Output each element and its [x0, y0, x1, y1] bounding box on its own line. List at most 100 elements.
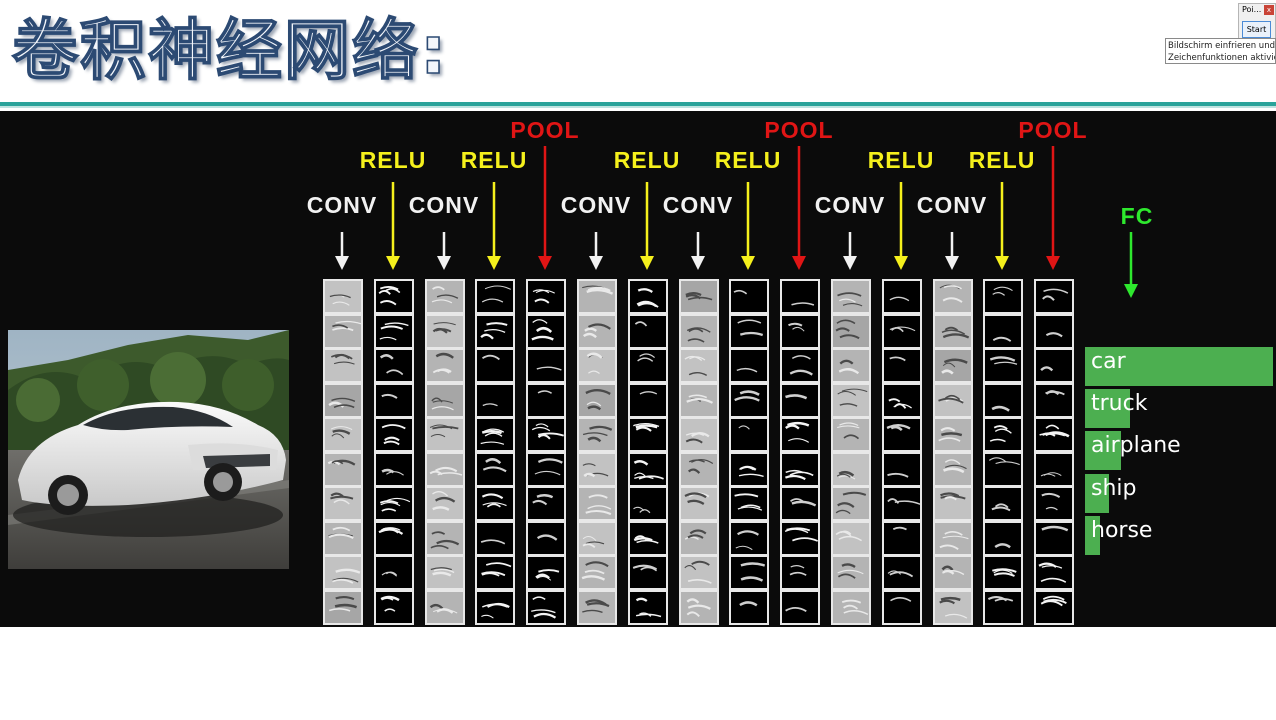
feature-map: [780, 279, 820, 314]
feature-map: [425, 279, 465, 314]
down-arrow-icon: [1046, 146, 1060, 270]
title-divider-shadow: [0, 106, 1276, 108]
feature-map: [831, 520, 871, 556]
feature-map: [780, 486, 820, 521]
down-arrow-icon: [386, 182, 400, 270]
feature-map: [323, 348, 363, 383]
feature-map: [831, 313, 871, 349]
slide-title: 卷积神经网络:: [11, 11, 449, 90]
feature-map: [933, 555, 973, 590]
feature-map: [577, 589, 617, 625]
start-button[interactable]: Start: [1242, 21, 1271, 38]
feature-map: [679, 520, 719, 556]
feature-map: [780, 555, 820, 590]
feature-map: [1034, 313, 1074, 349]
feature-map: [628, 589, 668, 625]
feature-map: [526, 451, 566, 487]
score-bar: [1085, 347, 1273, 386]
feature-map: [628, 382, 668, 418]
feature-map: [475, 486, 515, 521]
fc-label: FC: [1120, 203, 1154, 229]
layer-label-relu: RELU: [359, 147, 427, 173]
layer-label-conv: CONV: [306, 192, 378, 218]
feature-map: [1034, 348, 1074, 383]
feature-map: [526, 348, 566, 383]
fc-arrow-icon: [1124, 232, 1138, 298]
layer-label-conv: CONV: [916, 192, 988, 218]
feature-map: [628, 555, 668, 590]
feature-map: [374, 451, 414, 487]
tooltip-line-2: Zeichenfunktionen aktivieren: [1168, 53, 1275, 63]
feature-map: [628, 279, 668, 314]
down-arrow-icon: [538, 146, 552, 270]
feature-map: [882, 279, 922, 314]
feature-map: [577, 313, 617, 349]
feature-map: [780, 417, 820, 452]
feature-map: [831, 348, 871, 383]
feature-map: [933, 417, 973, 452]
feature-map: [933, 520, 973, 556]
layer-label-conv: CONV: [560, 192, 632, 218]
feature-map: [983, 555, 1023, 590]
layer-label-relu: RELU: [867, 147, 935, 173]
feature-map: [1034, 279, 1074, 314]
close-icon[interactable]: x: [1264, 5, 1274, 15]
layer-label-pool: POOL: [1018, 117, 1088, 143]
class-label: airplane: [1091, 433, 1181, 459]
feature-map: [577, 451, 617, 487]
feature-map: [679, 486, 719, 521]
down-arrow-icon: [894, 182, 908, 270]
feature-map: [475, 451, 515, 487]
feature-map: [729, 348, 769, 383]
feature-map: [425, 348, 465, 383]
feature-map: [323, 589, 363, 625]
feature-map: [374, 417, 414, 452]
feature-map: [983, 486, 1023, 521]
feature-map: [983, 348, 1023, 383]
down-arrow-icon: [691, 232, 705, 270]
feature-map: [831, 486, 871, 521]
feature-map: [475, 417, 515, 452]
feature-map: [882, 486, 922, 521]
layer-label-relu: RELU: [714, 147, 782, 173]
down-arrow-icon: [995, 182, 1009, 270]
layer-label-conv: CONV: [662, 192, 734, 218]
feature-map: [374, 555, 414, 590]
feature-map: [780, 520, 820, 556]
feature-map: [577, 382, 617, 418]
feature-map: [374, 279, 414, 314]
feature-map: [475, 520, 515, 556]
feature-map: [526, 589, 566, 625]
class-label: car: [1091, 349, 1126, 374]
score-bar: [1085, 389, 1130, 429]
feature-map: [780, 382, 820, 418]
car-photo-illustration: [8, 330, 289, 569]
feature-map: [983, 417, 1023, 452]
class-score-row: car: [1085, 347, 1273, 386]
feature-map: [729, 279, 769, 314]
feature-map: [425, 589, 465, 625]
feature-map: [374, 313, 414, 349]
layer-label-relu: RELU: [613, 147, 681, 173]
score-bar: [1085, 431, 1121, 471]
feature-map: [1034, 520, 1074, 556]
feature-map: [679, 382, 719, 418]
feature-map: [323, 382, 363, 418]
class-label: horse: [1091, 517, 1153, 543]
feature-map: [882, 417, 922, 452]
feature-map: [729, 382, 769, 418]
feature-map: [780, 451, 820, 487]
class-score-row: ship: [1085, 473, 1273, 513]
feature-map: [425, 451, 465, 487]
feature-map: [831, 382, 871, 418]
feature-map: [1034, 417, 1074, 452]
feature-map: [577, 520, 617, 556]
feature-map: [1034, 382, 1074, 418]
feature-map: [729, 417, 769, 452]
score-bar: [1085, 473, 1109, 513]
feature-map: [526, 382, 566, 418]
down-arrow-icon: [640, 182, 654, 270]
feature-map: [831, 417, 871, 452]
feature-map: [628, 520, 668, 556]
feature-map: [679, 417, 719, 452]
